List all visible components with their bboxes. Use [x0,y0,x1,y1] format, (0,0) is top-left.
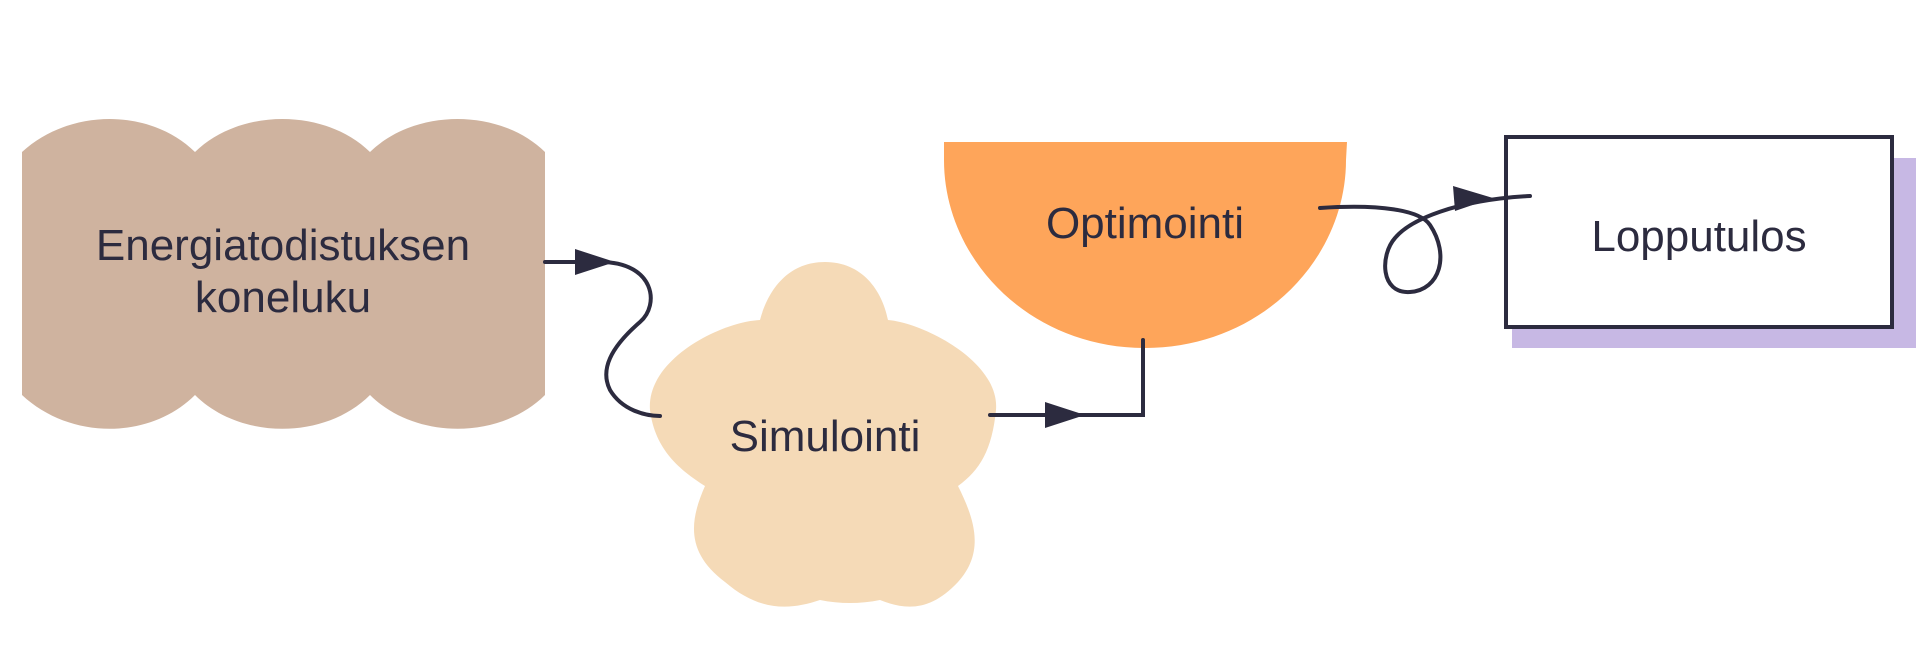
node-input-label-line1: Energiatodistuksen [95,221,471,270]
node-optimization-shape [944,142,1347,348]
node-input-shape [22,119,545,429]
edge-simulation-optimization-arrowhead [1045,402,1085,428]
edge-input-simulation-arrowhead [575,249,615,275]
node-optimization-label: Optimointi [1045,199,1245,248]
node-result-box [1504,135,1894,329]
edge-input-simulation [543,249,662,418]
node-input-label: Energiatodistuksen koneluku [96,220,470,324]
node-simulation-shape [649,262,997,607]
edge-simulation-optimization [988,338,1145,428]
edge-optimization-result-arrowhead [1453,186,1493,211]
edge-optimization-result [1318,186,1532,295]
node-result-label: Lopputulos [1591,212,1807,261]
node-simulation-label: Simulointi [729,412,921,461]
node-input-label-line2: koneluku [194,273,372,322]
